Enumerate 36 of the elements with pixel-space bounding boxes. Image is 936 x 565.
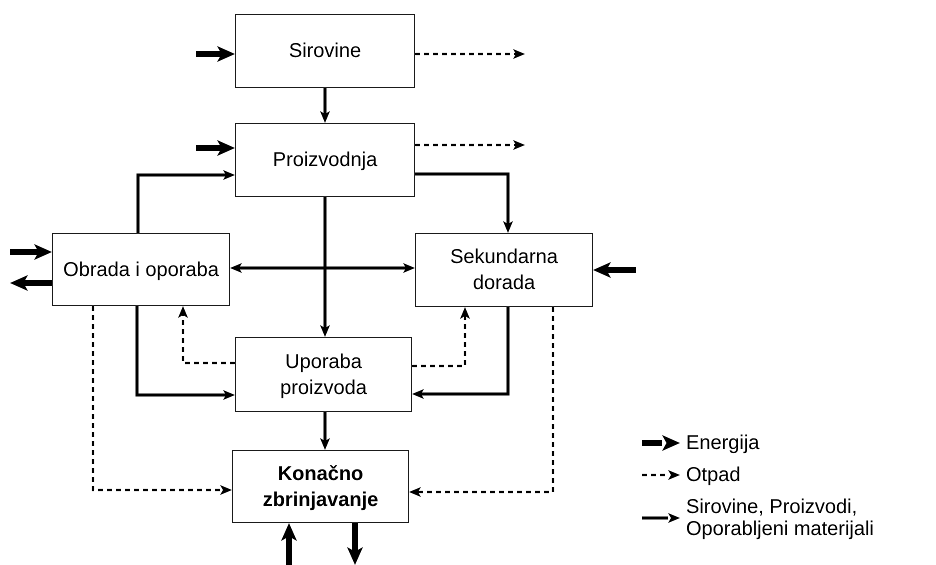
arrow (347, 523, 363, 565)
arrow (196, 140, 235, 156)
legend-label: Sirovine, Proizvodi, Oporabljeni materijali (686, 496, 875, 540)
process-box (235, 337, 412, 412)
arrow (10, 244, 52, 260)
box-label: Obrada i oporaba (63, 258, 219, 282)
arrow (412, 307, 470, 368)
arrow (178, 306, 235, 364)
process-box (232, 450, 409, 523)
arrow (196, 46, 235, 62)
arrow (415, 172, 513, 233)
box-label: Proizvodnja (272, 148, 378, 173)
arrow (415, 140, 525, 150)
box-label: Konačno zbrinjavanje (262, 462, 380, 512)
arrow (320, 197, 330, 337)
arrow (320, 412, 330, 450)
legend-label: Energija (686, 432, 760, 454)
box-label: Sekundarna dorada (449, 245, 559, 296)
arrow (415, 49, 525, 59)
arrow (136, 306, 235, 400)
arrow (593, 262, 636, 278)
process-box (235, 14, 415, 88)
process-box (52, 233, 230, 306)
process-box (415, 233, 593, 307)
arrow (320, 88, 330, 123)
arrow (10, 275, 52, 291)
arrow (281, 523, 297, 565)
arrow (92, 306, 232, 495)
box-label: Sirovine (288, 39, 362, 64)
arrow (230, 263, 415, 273)
arrow (409, 307, 554, 497)
arrow (136, 170, 235, 233)
legend-label: Otpad (686, 464, 740, 486)
process-box (235, 123, 415, 197)
box-label: Uporaba proizvoda (279, 350, 368, 400)
arrow (412, 307, 510, 399)
